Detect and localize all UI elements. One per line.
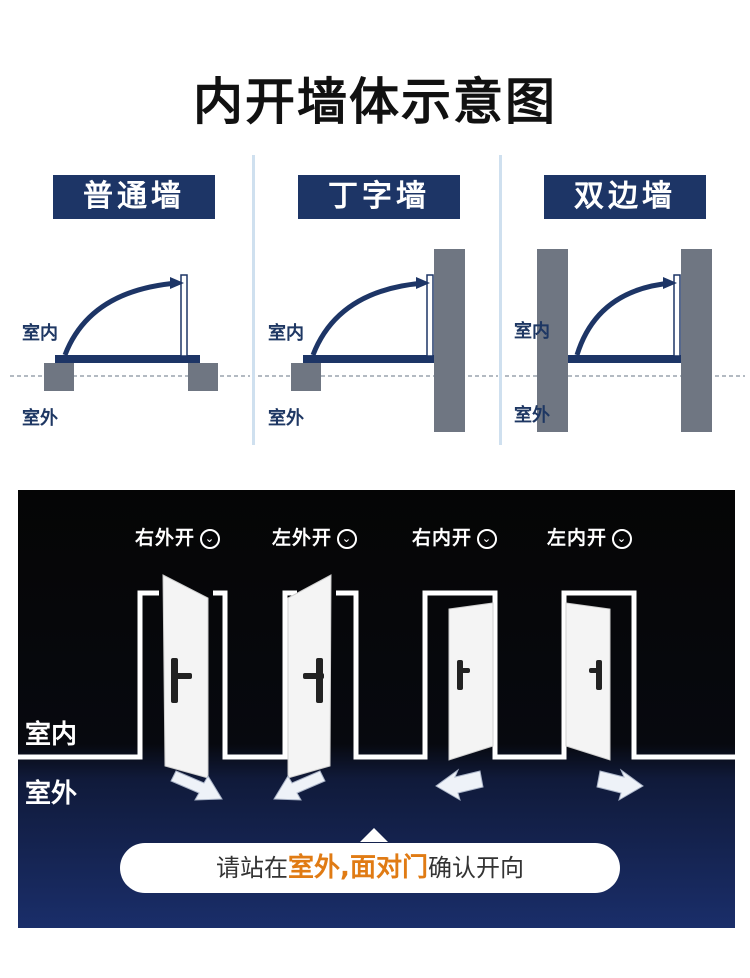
door-label-text: 右外开 (135, 527, 196, 549)
instruction-highlight-face-door: 面对门 (349, 853, 428, 883)
chevron-down-icon: ⌄ (337, 529, 358, 549)
t-wall-diagram (258, 249, 498, 432)
outdoor-label: 室外 (25, 779, 78, 809)
indoor-label-1: 室内 (22, 323, 58, 344)
double-wall-diagram (505, 249, 745, 432)
chevron-down-icon: ⌄ (200, 529, 221, 549)
door-label-text: 右内开 (412, 527, 473, 549)
instruction-highlight-outdoor: 室外 (288, 853, 341, 883)
door-label-left-in: 左内开⌄ (547, 523, 633, 550)
door-label-right-out: 右外开⌄ (135, 523, 221, 550)
indoor-label: 室内 (25, 720, 78, 750)
wall-type-double: 双边墙 (544, 175, 706, 219)
door-label-text: 左内开 (547, 527, 608, 549)
divider-1 (252, 155, 255, 445)
door-label-left-out: 左外开⌄ (272, 523, 358, 550)
wall-type-normal: 普通墙 (53, 175, 215, 219)
instruction-bubble: 请站在室外,面对门确认开向 (120, 843, 620, 893)
divider-2 (499, 155, 502, 445)
chevron-down-icon: ⌄ (612, 529, 633, 549)
outdoor-label-2: 室外 (268, 408, 304, 429)
instruction-comma: , (340, 853, 350, 883)
normal-wall-diagram (10, 274, 250, 391)
instruction-text-1: 请站在 (216, 854, 289, 882)
outdoor-label-1: 室外 (22, 408, 58, 429)
indoor-label-2: 室内 (268, 323, 304, 344)
indoor-label-3: 室内 (514, 321, 550, 342)
outdoor-label-3: 室外 (514, 405, 550, 426)
door-label-text: 左外开 (272, 527, 333, 549)
wall-type-t: 丁字墙 (298, 175, 460, 219)
chevron-down-icon: ⌄ (477, 529, 498, 549)
page-title: 内开墙体示意图 (193, 73, 557, 131)
instruction-text-2: 确认开向 (427, 854, 524, 882)
door-label-right-in: 右内开⌄ (412, 523, 498, 550)
